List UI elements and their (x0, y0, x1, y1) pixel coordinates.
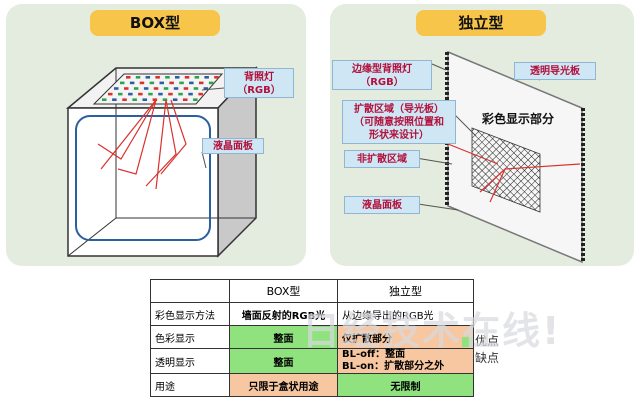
legend-swatch (462, 336, 472, 347)
legend: 优点 缺点 (462, 332, 499, 366)
led-cell (198, 92, 203, 96)
led-cell (194, 76, 200, 79)
led-cell (133, 87, 139, 90)
led-cell (158, 92, 163, 96)
table-header-cell: BOX型 (229, 279, 338, 303)
led-cell (214, 76, 219, 79)
led-cell (188, 92, 193, 96)
table-cell: 整面 (229, 325, 338, 349)
led-cell (199, 81, 204, 85)
standalone-type-diagram (415, 50, 585, 264)
diffuse-area-hatch (471, 127, 541, 213)
led-cell (112, 98, 117, 101)
led-cell (163, 87, 169, 90)
led-cell (184, 76, 190, 79)
box-lcd-callout: 液晶面板 (202, 138, 264, 154)
led-cell (178, 92, 183, 96)
led-cell (173, 87, 179, 90)
table-cell: 只限于盒状用途 (229, 373, 338, 397)
led-cell (183, 87, 189, 90)
legend-swatch (462, 353, 472, 364)
led-cell (148, 92, 153, 96)
led-cell (149, 81, 155, 85)
led-cell (155, 76, 160, 79)
table-cell: 彩色显示方法 (150, 302, 230, 326)
edge-backlight-callout: 边缘型背照灯 （RGB） (332, 60, 432, 90)
rgb-backlight-grid (92, 73, 224, 105)
standalone-type-panel: 独立型 边缘型背照灯 （RGB） 透明导光板 扩散 (330, 4, 634, 266)
legend-item-cons: 缺点 (462, 349, 499, 366)
watermark: 日经技术在线! (302, 309, 562, 353)
comparison-table: BOX型 独立型 彩色显示方法墙面反射的RGB光从边缘导出的RGB光色彩显示整面… (150, 279, 474, 397)
light-guide-callout: 透明导光板 (514, 62, 596, 80)
box-front-face (67, 107, 219, 257)
led-cell (169, 81, 174, 85)
led-cell (179, 81, 184, 85)
led-cell (142, 98, 147, 101)
standalone-type-title: 独立型 (416, 10, 546, 36)
led-cell (204, 76, 209, 79)
led-cell (193, 87, 199, 90)
table-cell: 透明显示 (150, 348, 230, 374)
led-cell (138, 92, 143, 96)
led-cell (118, 92, 123, 96)
table-row: 色彩显示整面仅扩散部分 (150, 325, 474, 349)
diffuse-area-callout: 扩散区域（导光板） （可随意按照位置和 形状来设计） (342, 100, 456, 144)
led-cell (193, 98, 198, 101)
led-cell (126, 76, 131, 79)
led-cell (135, 76, 141, 79)
led-cell (153, 87, 159, 90)
led-cell (162, 98, 168, 101)
led-cell (183, 98, 188, 101)
guided-light-arrows (447, 143, 581, 203)
led-cell (159, 81, 164, 85)
led-cell (143, 87, 149, 90)
table-cell: BL-off：整面 BL-on：扩散部分之外 (337, 348, 474, 374)
table-cell: 用途 (150, 373, 230, 397)
led-cell (139, 81, 145, 85)
table-cell: 整面 (229, 348, 338, 374)
table-header-row: BOX型 独立型 (150, 279, 474, 303)
led-cell (124, 87, 129, 90)
led-cell (120, 81, 125, 85)
led-cell (168, 92, 173, 96)
box-type-title: BOX型 (90, 10, 220, 36)
table-header-cell (150, 279, 230, 303)
led-cell (172, 98, 178, 101)
led-cell (128, 92, 133, 96)
table-row: 用途只限于盒状用途无限制 (150, 373, 474, 397)
led-cell (189, 81, 194, 85)
led-cell (152, 98, 158, 101)
backlight-rgb-callout: 背照灯 （RGB） (224, 68, 294, 98)
led-cell (132, 98, 137, 101)
led-cell (145, 76, 151, 79)
table-cell: 仅扩散部分 (337, 325, 474, 349)
table-cell: 无限制 (337, 373, 474, 397)
led-cell (175, 76, 180, 79)
table-cell: 色彩显示 (150, 325, 230, 349)
box-type-panel: BOX型 背照灯 （RGB） 液晶面板 (6, 4, 306, 266)
led-cell (114, 87, 119, 90)
led-cell (129, 81, 135, 85)
led-cell (165, 76, 170, 79)
color-display-label: 彩色显示部分 (482, 112, 555, 126)
led-cell (208, 81, 214, 85)
box-type-diagram (65, 66, 258, 258)
led-cell (108, 92, 113, 96)
legend-item-pros: 优点 (462, 332, 499, 349)
led-cell (102, 98, 107, 101)
led-cell (122, 98, 127, 101)
non-diffuse-callout: 非扩散区域 (344, 150, 420, 168)
reflection-arrows (97, 99, 187, 190)
standalone-lcd-callout: 液晶面板 (344, 196, 420, 214)
led-cell (203, 87, 209, 90)
